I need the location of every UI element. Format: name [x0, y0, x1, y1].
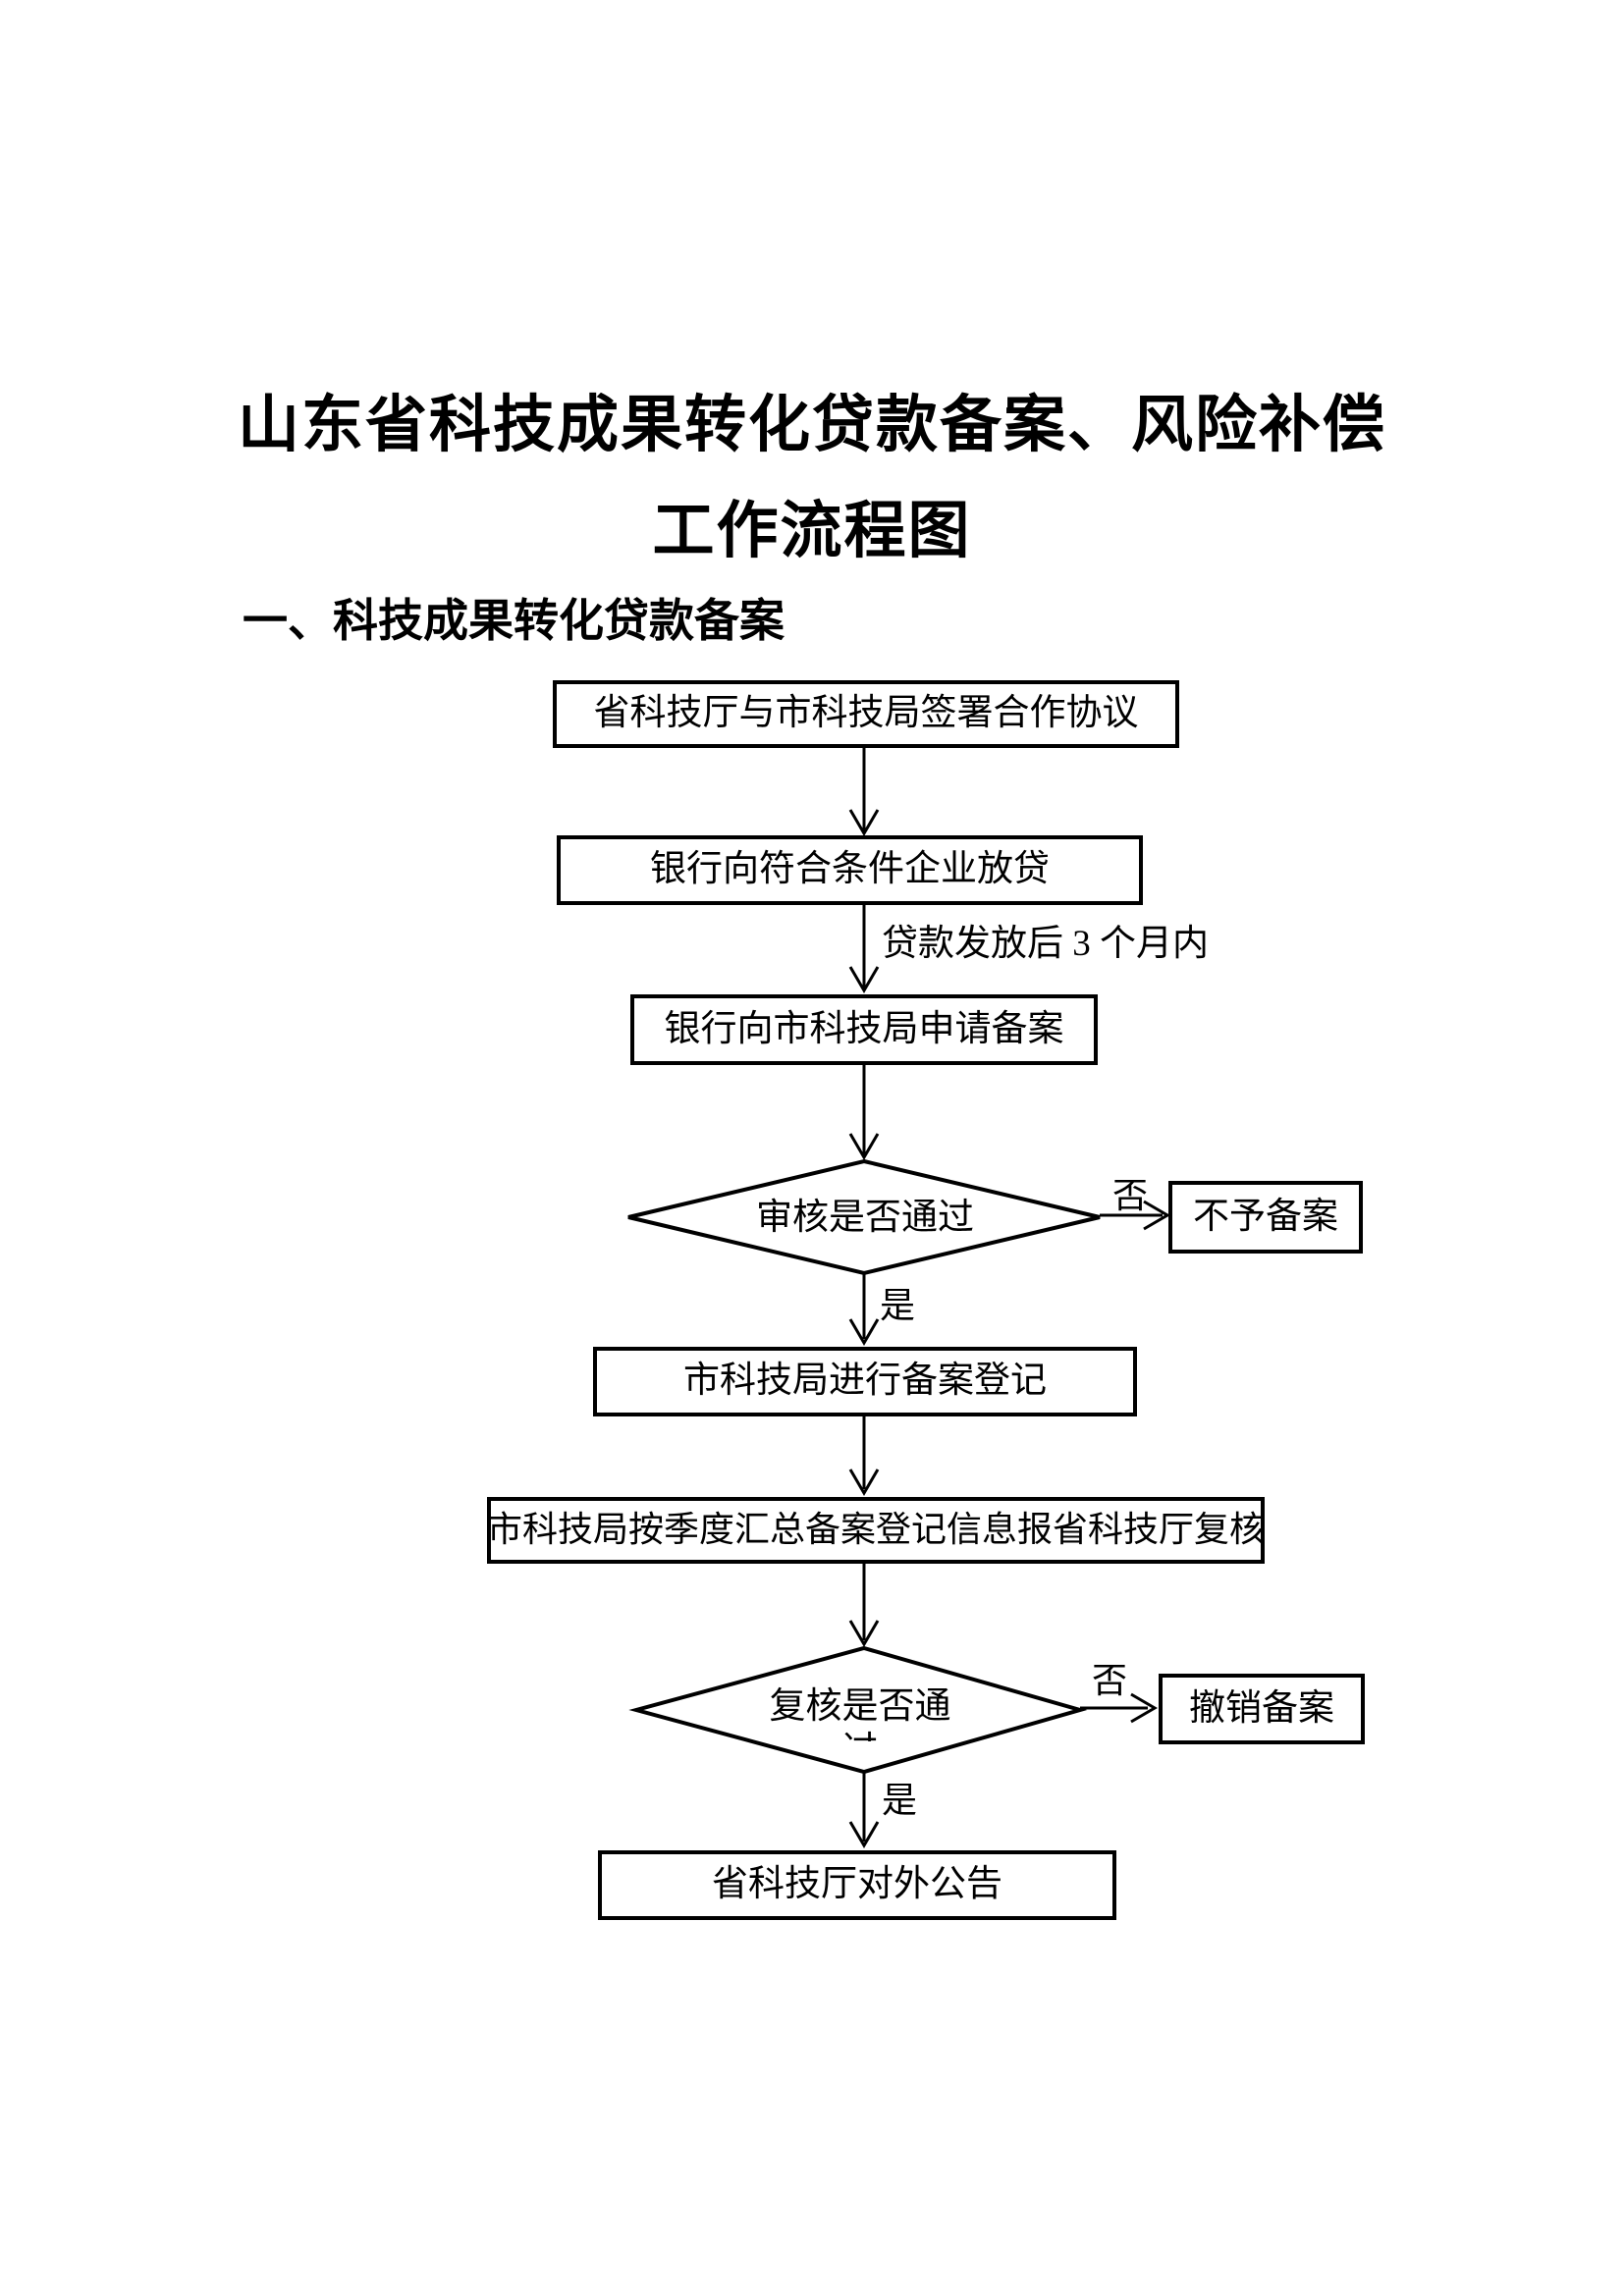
flow-node-step2: 银行向符合条件企业放贷 [557, 835, 1143, 905]
document-title-line2: 工作流程图 [652, 497, 972, 565]
arrow-step5-decision2-head [848, 1620, 880, 1647]
arrow-step4-step5-head [848, 1468, 880, 1496]
decision1-diamond-shape [627, 1158, 1101, 1276]
edge-label-no-2: 否 [1092, 1661, 1128, 1700]
decision2-diamond-shape [628, 1645, 1088, 1775]
flow-node-reject1: 不予备案 [1168, 1181, 1363, 1254]
flow-node-step6: 省科技厅对外公告 [598, 1850, 1116, 1920]
flow-node-step4: 市科技局进行备案登记 [593, 1347, 1137, 1416]
edge-label-no-1: 否 [1112, 1176, 1149, 1215]
edge-label-yes-2: 是 [882, 1781, 918, 1820]
flow-node-decision2: 复核是否通过 [769, 1686, 951, 1741]
flow-node-reject2: 撤销备案 [1159, 1674, 1365, 1744]
edge-label-yes-1: 是 [880, 1286, 916, 1325]
flow-node-step5: 市科技局按季度汇总备案登记信息报省科技厅复核 [487, 1497, 1265, 1564]
arrow-step3-decision1-head [848, 1133, 880, 1160]
arrow-decision1-reject1-head [1143, 1200, 1170, 1231]
flow-node-decision1: 审核是否通过 [756, 1198, 974, 1238]
arrow-step2-step3-head [848, 966, 880, 993]
edge-label-loan-period: 贷款发放后 3 个月内 [882, 924, 1209, 964]
flow-node-step1: 省科技厅与市科技局签署合作协议 [553, 680, 1179, 748]
arrow-step1-step2-head [848, 809, 880, 836]
document-title-line1: 山东省科技成果转化贷款备案、风险补偿 [238, 391, 1386, 459]
arrow-decision2-reject2-head [1130, 1692, 1158, 1724]
flow-node-step3: 银行向市科技局申请备案 [630, 994, 1098, 1065]
arrow-decision1-step4-head [848, 1318, 880, 1346]
arrow-decision2-step6-head [848, 1821, 880, 1848]
section-heading: 一、科技成果转化贷款备案 [243, 595, 785, 646]
